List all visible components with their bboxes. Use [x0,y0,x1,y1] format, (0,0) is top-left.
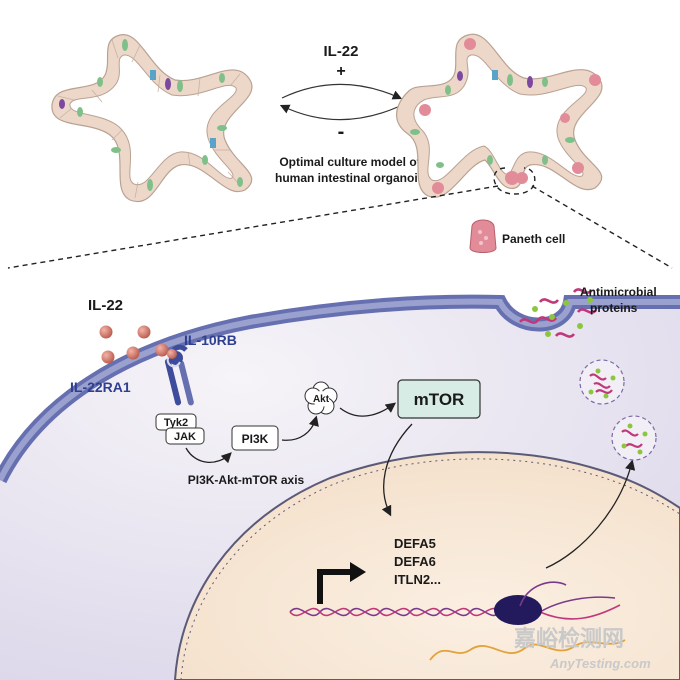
reversible-arrows [279,83,403,121]
transcript-wave [429,639,626,661]
zoom-lines [7,167,673,269]
axis-label: PI3K-Akt-mTOR axis [188,473,305,487]
cell-il22-label: IL-22 [88,297,123,314]
mrna-strand [519,581,567,607]
dna-helix [289,596,621,620]
akt-node: Akt [304,381,338,415]
watermark-en: AnyTesting.com [549,656,651,671]
il22-receptor [164,344,194,406]
minus-sign: - [338,121,345,143]
rna-polymerase [494,595,542,625]
akt-label: Akt [313,394,330,405]
tyk2-box: Tyk2 [155,413,197,431]
pi3k-box: PI3K [231,425,279,451]
pi3k-to-akt-arrow [281,415,319,441]
jak-to-pi3k-arrow [185,447,232,464]
nucleus [173,451,680,680]
secreted-proteins [518,288,598,338]
vesicle-2 [611,415,657,461]
vesicle-1 [579,359,625,405]
gene-defa5: DEFA5 [394,536,436,551]
amp-label-1: Antimicrobial [580,285,657,299]
caption-line-1: Optimal culture model of [279,155,421,169]
il22-ligands [99,325,169,364]
secretion-arrow [545,459,636,569]
akt-to-mtor-arrow [339,402,397,417]
transcription-arrowhead [350,562,366,582]
pi3k-label: PI3K [242,432,269,446]
top-il22-label: IL-22 [323,43,358,60]
paneth-label: Paneth cell [502,232,565,246]
jak-label: JAK [174,431,196,443]
mtor-box: mTOR [397,379,481,419]
amp-label-2: proteins [590,301,638,315]
transcription-start-arrow [317,569,352,604]
organoid-left [51,34,253,203]
plus-sign: + [336,63,345,80]
caption-line-2: human intestinal organoid [275,171,425,185]
gene-defa6: DEFA6 [394,554,436,569]
il10rb-label: IL-10RB [184,332,237,348]
watermark-cn: 嘉峪检测网 [514,626,624,652]
tyk2-label: Tyk2 [164,417,188,429]
mtor-label: mTOR [414,390,465,409]
organoid-right [396,33,603,198]
paneth-legend: Paneth cell [469,219,565,253]
gene-itln2: ITLN2... [394,572,441,587]
il22ra1-label: IL-22RA1 [70,379,131,395]
jak-box: JAK [165,427,205,445]
mtor-to-genes-arrow [381,423,413,517]
